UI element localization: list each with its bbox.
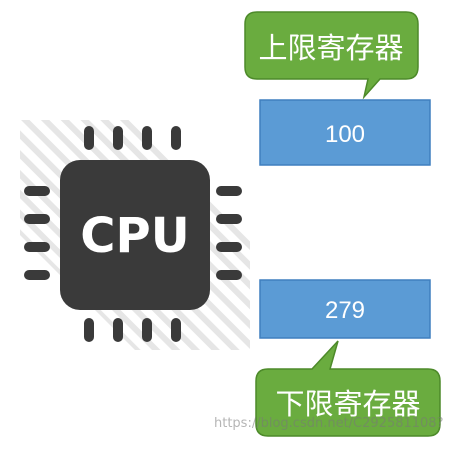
upper-register-label: 上限寄存器: [258, 31, 403, 65]
cpu-label: CPU: [80, 208, 189, 264]
upper-register-box: 100: [259, 99, 431, 166]
cpu-chip-icon: CPU: [24, 126, 242, 342]
cpu-pin: [24, 270, 50, 280]
watermark-text: https://blog.csdn.net/C292581108?: [214, 416, 444, 431]
lower-register-callout: 下限寄存器: [255, 340, 441, 437]
cpu-pin: [24, 242, 50, 252]
upper-register-callout: 上限寄存器: [244, 11, 419, 100]
cpu-pin: [84, 126, 94, 150]
cpu-pin: [216, 186, 242, 196]
cpu-pin: [142, 318, 152, 342]
lower-register-value: 279: [325, 297, 365, 324]
cpu-pin: [84, 318, 94, 342]
lower-register-label: 下限寄存器: [275, 387, 420, 421]
upper-register-value: 100: [325, 121, 365, 148]
cpu-pin: [216, 270, 242, 280]
cpu-pin: [24, 214, 50, 224]
cpu-pin: [113, 318, 123, 342]
cpu-pin: [142, 126, 152, 150]
cpu-pin: [171, 318, 181, 342]
cpu-pin: [113, 126, 123, 150]
cpu-body: [60, 160, 210, 310]
cpu-pin: [216, 214, 242, 224]
cpu-pin: [24, 186, 50, 196]
cpu-pin: [216, 242, 242, 252]
cpu-pin: [171, 126, 181, 150]
lower-register-box: 279: [259, 279, 431, 339]
